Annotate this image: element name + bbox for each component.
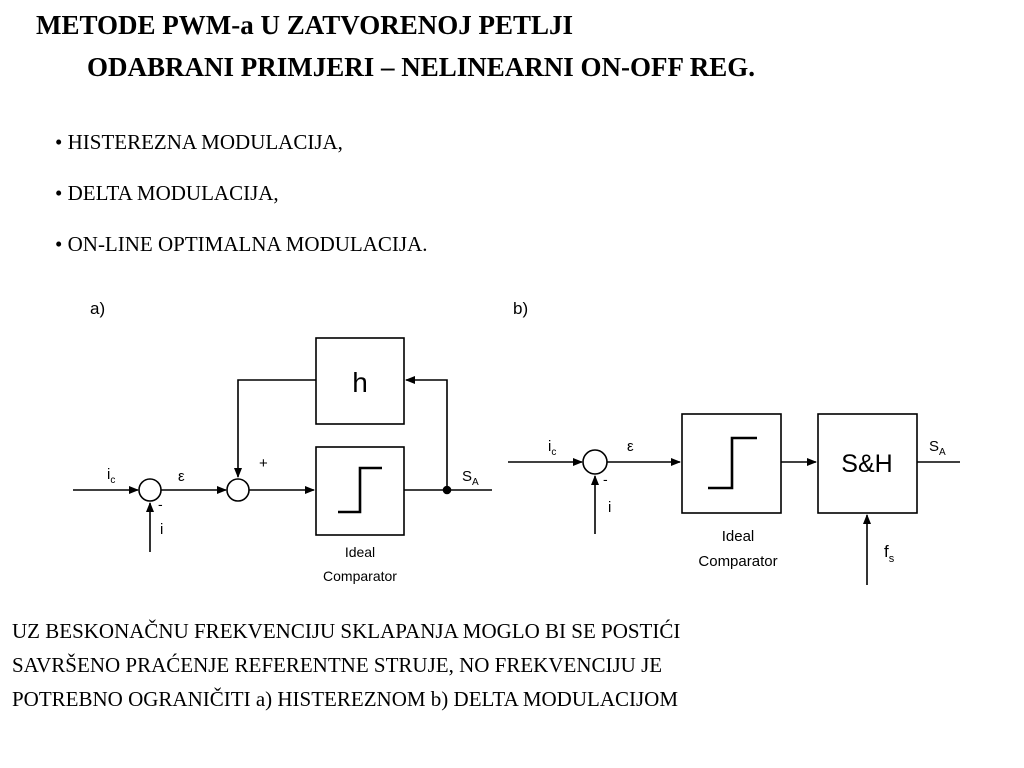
slide-title-line-1: METODE PWM-a U ZATVORENOJ PETLJI — [36, 10, 573, 40]
error-label: ε — [178, 468, 185, 485]
output-node — [442, 485, 452, 495]
footer-line-3: POTREBNO OGRANIČITI a) HISTEREZNOM b) DE… — [12, 687, 679, 711]
hysteresis-block — [315, 337, 405, 425]
summing-junction-2 — [226, 478, 250, 502]
bullet-item: HISTEREZNA MODULACIJA, — [55, 127, 428, 178]
sample-hold-label: S&H — [841, 450, 892, 478]
comparator-label-2: Comparator — [323, 568, 397, 584]
slide-title-line-2: ODABRANI PRIMJERI – NELINEARNI ON-OFF RE… — [87, 52, 756, 82]
hysteresis-feedback-line — [234, 379, 316, 478]
comparator-label-2: Comparator — [698, 553, 777, 570]
input-current-label: ic — [548, 438, 556, 458]
output-label: SA — [462, 468, 479, 488]
clock-label: fs — [884, 542, 895, 565]
comparator-block — [681, 413, 782, 514]
comparator-label-1: Ideal — [345, 544, 375, 560]
plus-sign: + — [259, 455, 268, 472]
footer-text: UZ BESKONAČNU FREKVENCIJU SKLAPANJA MOGL… — [12, 615, 680, 717]
minus-sign: - — [603, 471, 608, 487]
input-current-label: ic — [107, 466, 115, 486]
bullet-item: ON-LINE OPTIMALNA MODULACIJA. — [55, 229, 428, 280]
diagram-a: a) ic - i ε + h Ideal Comparator SA — [73, 299, 492, 584]
bullet-item: DELTA MODULACIJA, — [55, 178, 428, 229]
hysteresis-label: h — [352, 367, 368, 398]
feedback-current-label: i — [160, 521, 163, 538]
diagram-a-label: a) — [90, 299, 105, 318]
footer-line-2: SAVRŠENO PRAĆENJE REFERENTNE STRUJE, NO … — [12, 653, 663, 677]
error-label: ε — [627, 438, 634, 455]
feedback-current-label: i — [608, 499, 611, 516]
diagram-b: b) ic - i ε Ideal Comparator S&H fs SA — [508, 299, 960, 585]
output-label: SA — [929, 438, 946, 458]
footer-line-1: UZ BESKONAČNU FREKVENCIJU SKLAPANJA MOGL… — [12, 619, 681, 643]
bullet-list: HISTEREZNA MODULACIJA, DELTA MODULACIJA,… — [55, 127, 428, 280]
comparator-step-icon — [708, 436, 757, 490]
comparator-label-1: Ideal — [722, 528, 755, 545]
comparator-block — [315, 446, 405, 536]
comparator-step-icon — [338, 466, 382, 514]
output-feedback-line — [405, 376, 448, 490]
minus-sign: - — [158, 496, 163, 512]
sample-hold-block — [817, 413, 918, 514]
diagram-b-label: b) — [513, 299, 528, 318]
